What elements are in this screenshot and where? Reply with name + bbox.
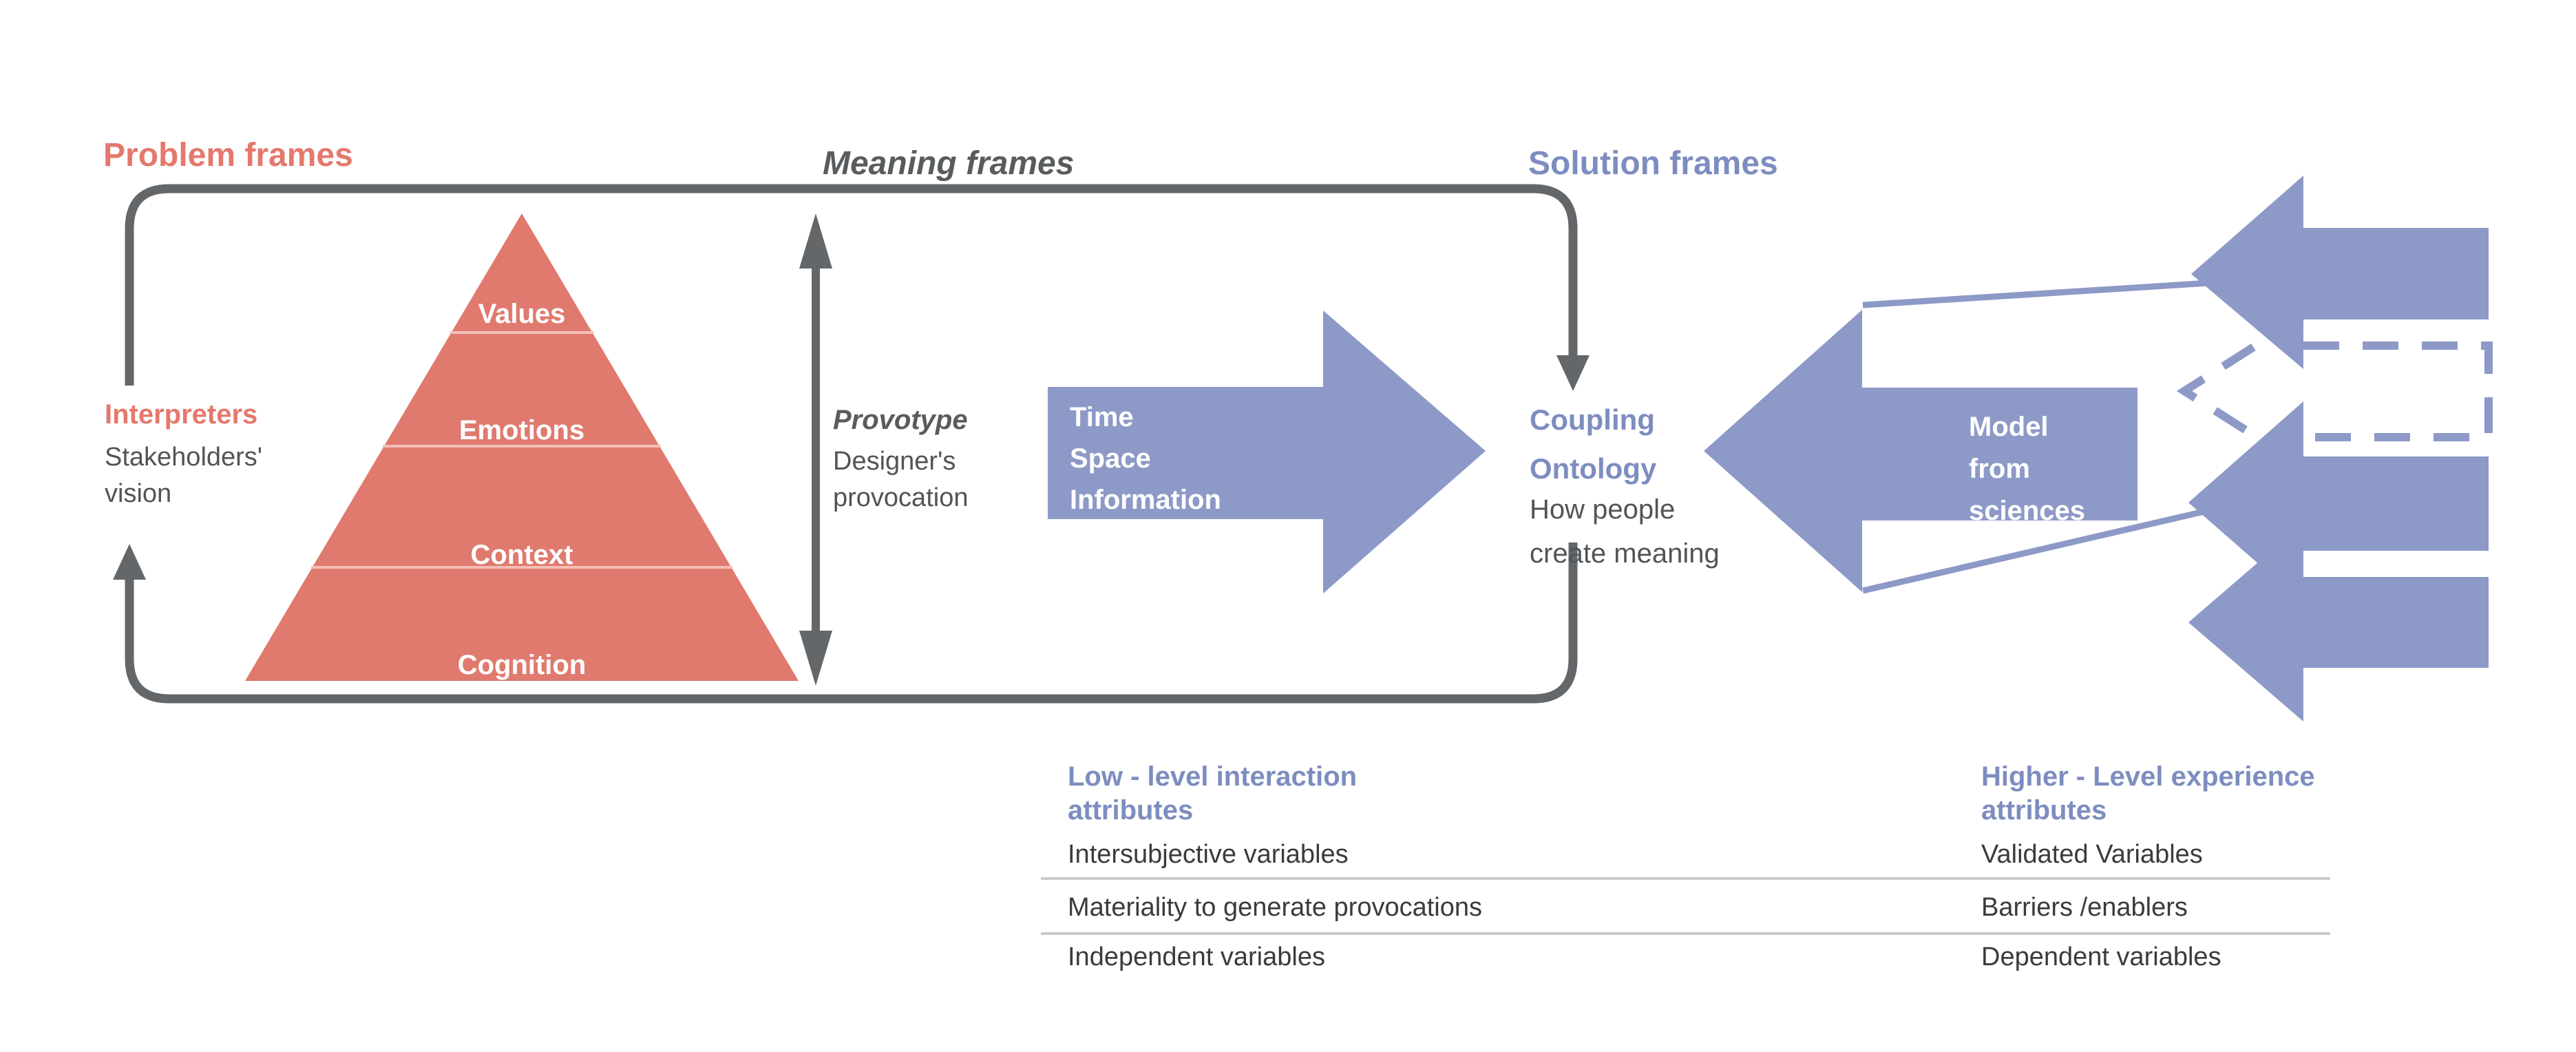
coupling-title-line1: Coupling bbox=[1530, 403, 1655, 436]
time-arrow-line1: Time bbox=[1070, 402, 1134, 432]
input-arrow-dashed-body bbox=[2303, 341, 2493, 441]
table-header-left-line2: attributes bbox=[1068, 795, 1194, 825]
provotype-subtitle: Designer's provocation bbox=[833, 443, 968, 516]
coupling-subtitle: How people create meaning bbox=[1530, 487, 1720, 576]
table-header-right: Higher - Level experience attributes bbox=[1981, 760, 2315, 828]
pyramid-level-emotions: Emotions bbox=[458, 415, 585, 445]
fan-line-lower bbox=[1861, 507, 2208, 594]
coupling-subtitle-line1: How people bbox=[1530, 494, 1676, 525]
table-header-right-line1: Higher - Level experience bbox=[1981, 761, 2315, 792]
model-arrow-label: Model from sciences bbox=[1969, 406, 2085, 532]
coupling-title-line2: Ontology bbox=[1530, 452, 1657, 485]
pyramid-level-values: Values bbox=[478, 299, 566, 329]
provotype-subtitle-line1: Designer's bbox=[833, 447, 956, 476]
table-row3-left: Independent variables bbox=[1068, 943, 1325, 971]
input-arrow-top bbox=[2191, 176, 2489, 369]
table-header-right-line2: attributes bbox=[1981, 795, 2107, 825]
frame-loop-top bbox=[125, 184, 1578, 386]
pyramid-level-cognition: Cognition bbox=[457, 650, 587, 680]
coupling-title: Coupling Ontology bbox=[1530, 395, 1656, 493]
interpreters-subtitle-line2: vision bbox=[105, 479, 172, 508]
frame-loop-bottom bbox=[125, 543, 1578, 704]
heading-solution-frames: Solution frames bbox=[1528, 145, 1778, 182]
input-arrow-middle bbox=[2188, 401, 2489, 603]
provotype-arrowhead-down-icon bbox=[799, 631, 832, 686]
provotype-arrowhead-up-icon bbox=[799, 213, 832, 269]
table-row2-left: Materiality to generate provocations bbox=[1068, 893, 1482, 922]
table-row1-left: Intersubjective variables bbox=[1068, 840, 1349, 869]
table-divider-1 bbox=[1041, 877, 2330, 880]
fan-line-upper bbox=[1862, 278, 2231, 308]
time-arrow-line3: Information bbox=[1070, 485, 1221, 515]
pyramid-level-context: Context bbox=[470, 540, 573, 570]
model-arrow-line2: from bbox=[1969, 454, 2030, 484]
time-space-information-arrow bbox=[1048, 311, 1486, 593]
interpreters-subtitle: Stakeholders' vision bbox=[105, 439, 262, 512]
time-arrow-line2: Space bbox=[1070, 443, 1151, 474]
input-arrow-dashed-head bbox=[2176, 311, 2306, 471]
model-from-sciences-arrow bbox=[1704, 310, 2137, 592]
heading-problem-frames: Problem frames bbox=[103, 137, 353, 173]
frame-up-arrowhead-icon bbox=[113, 544, 146, 580]
heading-meaning-frames: Meaning frames bbox=[823, 145, 1075, 182]
interpreters-subtitle-line1: Stakeholders' bbox=[105, 443, 263, 472]
table-row3-right: Dependent variables bbox=[1981, 943, 2221, 971]
interpreters-title: Interpreters bbox=[105, 399, 258, 430]
frame-down-arrowhead-icon bbox=[1556, 355, 1590, 391]
model-arrow-line3: sciences bbox=[1969, 496, 2086, 526]
provotype-title: Provotype bbox=[833, 405, 968, 435]
table-header-left: Low - level interaction attributes bbox=[1068, 760, 1357, 828]
time-arrow-label: Time Space Information bbox=[1070, 397, 1221, 520]
provotype-subtitle-line2: provocation bbox=[833, 483, 969, 512]
coupling-subtitle-line2: create meaning bbox=[1530, 538, 1720, 569]
model-arrow-line1: Model bbox=[1969, 412, 2049, 442]
input-arrow-bottom bbox=[2188, 523, 2489, 722]
table-divider-2 bbox=[1041, 932, 2330, 935]
table-row1-right: Validated Variables bbox=[1981, 840, 2203, 869]
table-row2-right: Barriers /enablers bbox=[1981, 893, 2188, 922]
table-header-left-line1: Low - level interaction bbox=[1068, 761, 1358, 792]
